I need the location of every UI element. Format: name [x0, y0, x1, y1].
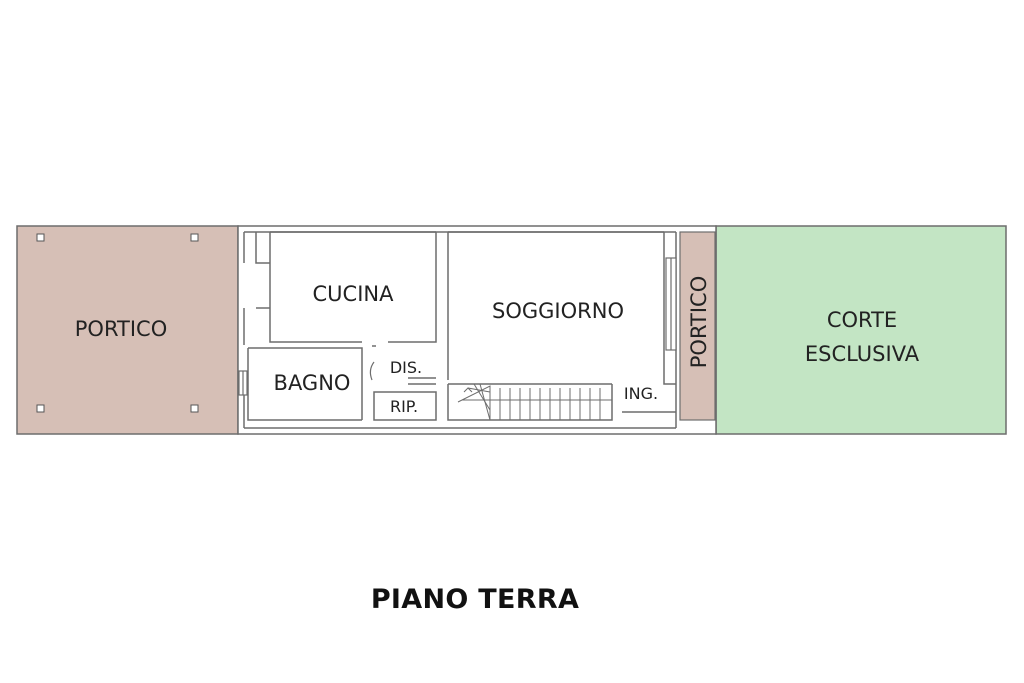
floor-title: PIANO TERRA [370, 584, 580, 615]
corte-label-line1: CORTE [827, 308, 897, 332]
house-outline [237, 225, 717, 435]
bagno-label: BAGNO [274, 371, 351, 395]
portico-east-label: PORTICO [687, 276, 711, 368]
cucina-label: CUCINA [313, 282, 395, 306]
door-swing [369, 361, 375, 381]
ingresso-label: ING. [624, 384, 658, 403]
walls [243, 231, 677, 429]
disimpegno-label: DIS. [390, 358, 422, 377]
portico-west-area [16, 225, 239, 435]
portico-west-label: PORTICO [75, 317, 167, 341]
corte-label-line2: ESCLUSIVA [805, 342, 920, 366]
staircase [457, 383, 612, 421]
window-east [665, 257, 677, 351]
portico-east-area [679, 231, 716, 421]
soggiorno-label: SOGGIORNO [492, 299, 624, 323]
corte-esclusiva-area [715, 225, 1007, 435]
ripostiglio-label: RIP. [390, 397, 418, 416]
portico-pillars [36, 233, 199, 413]
window-west [238, 370, 248, 396]
